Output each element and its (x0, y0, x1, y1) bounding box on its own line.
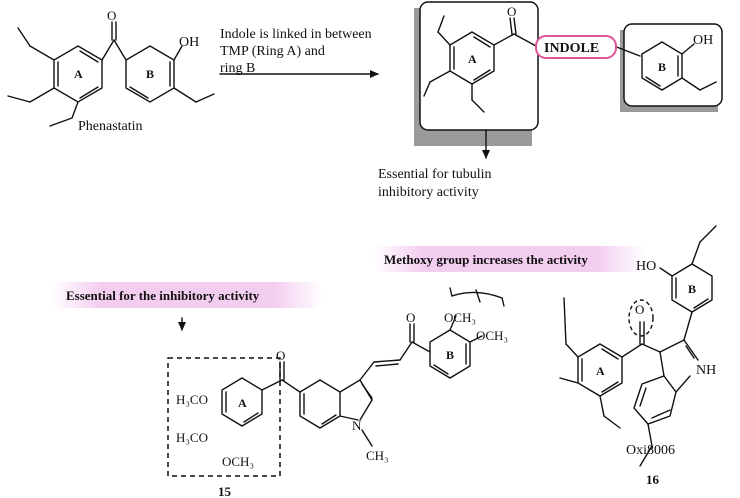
scaffold-note-line2: inhibitory activity (378, 185, 479, 200)
phenastatin-structure (7, 21, 215, 127)
scaffold-ring-b-label: B (658, 60, 666, 74)
c16-ho: HO (636, 259, 656, 274)
phenastatin-name: Phenastatin (78, 119, 143, 134)
c16-nh: NH (696, 363, 716, 378)
compound16-structure (559, 225, 717, 467)
c15-och3-low: OCH₃ (222, 454, 254, 469)
c15-ring-a-label: A (238, 396, 247, 410)
c15-ch3: CH₃ (366, 448, 389, 463)
arrow-note-line3: ring B (220, 61, 255, 76)
tmp-dashed-box (167, 357, 281, 477)
indole-pill (535, 35, 617, 59)
c15-h3co-2: H₃CO (176, 430, 208, 445)
scaffold-ring-a-label: A (468, 52, 477, 66)
c15-n: N (352, 418, 362, 433)
phenastatin-carbonyl-o: O (107, 8, 116, 23)
callout-16-bg (374, 246, 646, 272)
arrow-note-line2: TMP (Ring A) and (220, 44, 325, 59)
compound15-structure (221, 287, 505, 447)
callout-15-text: Essential for the inhibitory activity (66, 288, 260, 303)
c15-och3-b2: OCH₃ (476, 328, 508, 343)
callout-16-text: Methoxy group increases the activity (384, 252, 588, 267)
indole-label: INDOLE (544, 41, 599, 56)
phenastatin-oh: OH (179, 35, 199, 50)
scaffold-structure (423, 15, 717, 113)
c16-carbonyl-o: O (635, 302, 644, 317)
c16-ring-b-label: B (688, 282, 696, 296)
c15-h3co-1: H₃CO (176, 392, 208, 407)
oxi8006-name: Oxi8006 (626, 443, 675, 458)
scaffold-carbonyl-o: O (507, 4, 516, 19)
callout-15-bg (52, 282, 322, 308)
compound-16-number: 16 (646, 472, 660, 487)
ring-b-box (623, 23, 723, 107)
ring-a-box (419, 1, 539, 131)
phenastatin-ring-a-label: A (74, 67, 83, 81)
c15-carbonyl-o: O (276, 348, 285, 363)
scaffold-oh: OH (693, 33, 713, 48)
phenastatin-ring-b-label: B (146, 67, 154, 81)
c15-och3-b1: OCH₃ (444, 310, 476, 325)
compound-15-number: 15 (218, 484, 232, 498)
c16-ring-a-label: A (596, 364, 605, 378)
c15-ring-b-label: B (446, 348, 454, 362)
scaffold-note-line1: Essential for tubulin (378, 167, 492, 182)
arrow-note-line1: Indole is linked in between (220, 27, 372, 42)
c15-enone-o: O (406, 310, 415, 325)
carbonyl-dashed-oval (628, 299, 654, 337)
